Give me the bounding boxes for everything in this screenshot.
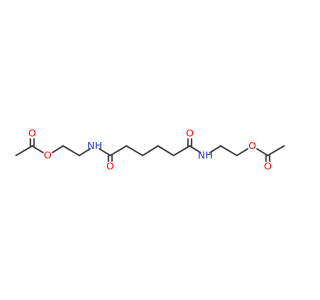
bond-line (189, 145, 202, 154)
bond-line (267, 145, 285, 157)
bond-line (141, 145, 159, 157)
double-bond-c13-o6 (265, 154, 271, 162)
bond-line (236, 148, 249, 157)
oxygen-atom-label: O (44, 151, 52, 162)
nitrogen-atom-label: NH (198, 151, 213, 162)
single-bond-o2-c3 (51, 145, 64, 154)
single-bond-c9-c10 (172, 145, 191, 157)
oxygen-atom-label: O (248, 141, 256, 152)
single-bond-c4-n1 (78, 148, 91, 157)
bond-line (78, 148, 91, 157)
double-bond-c2-o1 (29, 138, 35, 147)
bond-line (172, 145, 191, 157)
single-bond-c8-c9 (157, 145, 175, 157)
nitrogen-atom-label: NH (87, 141, 102, 152)
single-bond-c5-c6 (109, 145, 128, 157)
single-bond-c6-c7 (125, 145, 144, 157)
single-bond-c7-c8 (141, 145, 159, 157)
bond-line (219, 145, 238, 157)
bond-line (31, 145, 44, 154)
bond-line (109, 145, 128, 157)
single-bond-c3-c4 (62, 145, 81, 157)
bonds-layer (15, 138, 285, 162)
bond-line (157, 145, 175, 157)
single-bond-c2-o2 (31, 145, 44, 154)
single-bond-n2-c11 (209, 145, 222, 154)
double-bond-c10-o4 (187, 138, 193, 147)
bond-line (51, 145, 64, 154)
oxygen-atom-label: O (28, 128, 36, 139)
bond-line (62, 145, 81, 157)
bond-line (125, 145, 144, 157)
bond-line (256, 148, 269, 157)
single-bond-c13-c14 (267, 145, 285, 157)
bond-line (98, 148, 111, 157)
single-bond-c12-o5 (236, 148, 249, 157)
double-bond-c5-o3 (107, 154, 113, 162)
oxygen-atom-label: O (264, 162, 272, 173)
single-bond-c10-n2 (189, 145, 202, 154)
oxygen-atom-label: O (186, 128, 194, 139)
single-bond-o5-c13 (256, 148, 269, 157)
single-bond-c11-c12 (219, 145, 238, 157)
bond-line (15, 145, 33, 157)
single-bond-c1-c2 (15, 145, 33, 157)
oxygen-atom-label: O (106, 162, 114, 173)
single-bond-n1-c5 (98, 148, 111, 157)
bond-line (209, 145, 222, 154)
